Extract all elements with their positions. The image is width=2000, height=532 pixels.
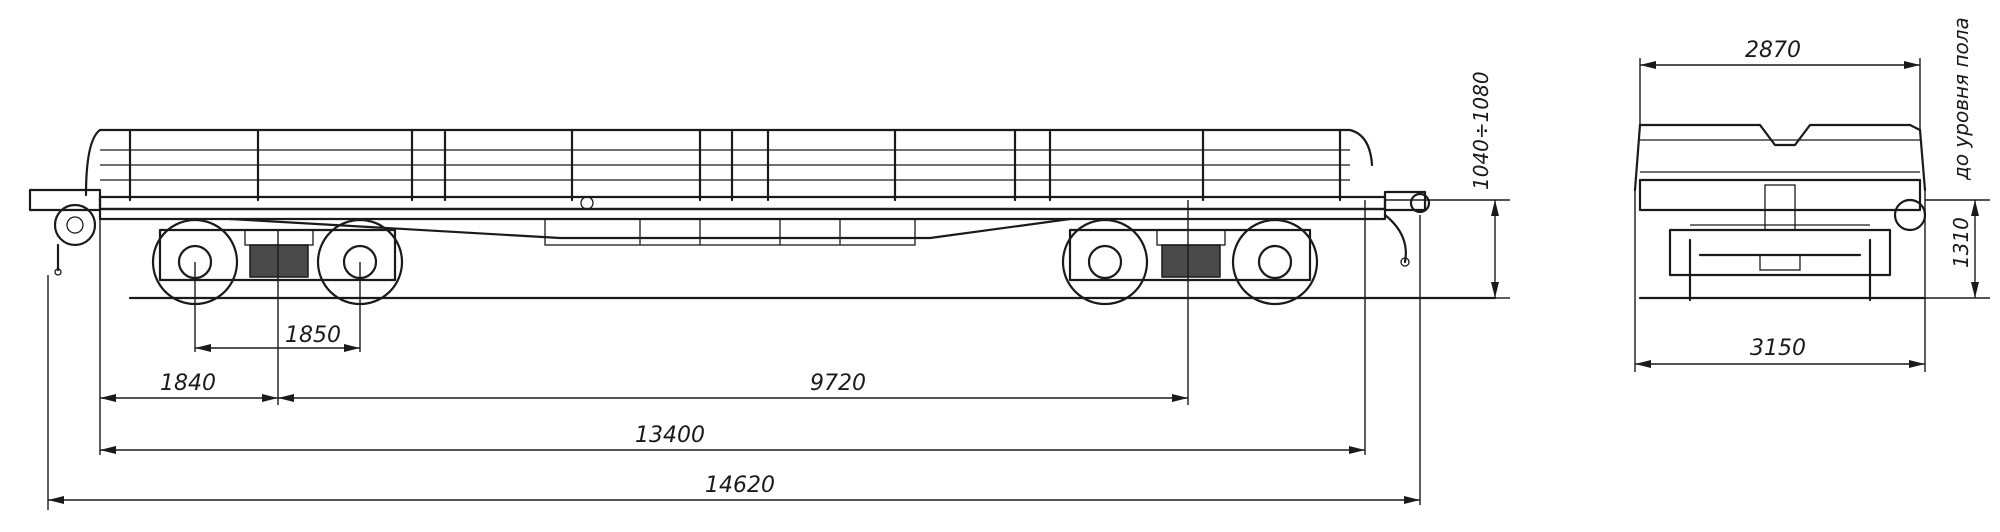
dim-bogie-centers: 9720 xyxy=(278,371,1188,402)
dim-bogie-centers-label: 9720 xyxy=(810,371,866,396)
dim-bogie-base: 1850 xyxy=(195,323,360,352)
side-board xyxy=(84,128,1374,197)
left-bogie xyxy=(151,218,404,306)
dim-overhang-label: 1840 xyxy=(160,371,216,396)
dim-end-height-label: 1310 xyxy=(1949,217,1973,268)
left-bogie-bolster xyxy=(249,244,309,278)
dim-coupler-length: 14620 xyxy=(48,473,1420,504)
end-frame xyxy=(1638,178,1927,232)
main-frame xyxy=(98,195,1387,246)
dim-bogie-base-label: 1850 xyxy=(285,323,341,348)
end-view: 2870 3150 1310 до уровня пола xyxy=(1633,17,1990,372)
dim-end-height: 1310 xyxy=(1925,199,1990,299)
dim-frame-length-label: 13400 xyxy=(635,423,705,448)
end-bogie xyxy=(1638,228,1927,302)
dim-overhang: 1840 xyxy=(100,371,278,402)
left-coupler xyxy=(28,188,102,276)
dim-frame-length: 13400 xyxy=(100,423,1365,454)
dim-width-top: 2870 xyxy=(1639,38,1921,130)
side-view: 1850 1840 9720 13400 14620 xyxy=(28,71,1510,510)
right-bogie-bolster xyxy=(1161,244,1221,278)
extension-lines xyxy=(47,199,1510,510)
right-bogie xyxy=(1061,218,1319,306)
right-coupler xyxy=(1383,190,1431,267)
floor-level-note: до уровня пола xyxy=(1949,17,1973,181)
dim-width-bottom-label: 3150 xyxy=(1750,336,1806,361)
dim-floor-height-label: 1040÷1080 xyxy=(1469,71,1493,190)
dim-coupler-length-label: 14620 xyxy=(705,473,775,498)
dim-width-top-label: 2870 xyxy=(1745,38,1801,63)
dim-floor-height: 1040÷1080 xyxy=(1469,71,1499,298)
end-board xyxy=(1633,123,1927,192)
dim-width-bottom: 3150 xyxy=(1634,190,1926,372)
